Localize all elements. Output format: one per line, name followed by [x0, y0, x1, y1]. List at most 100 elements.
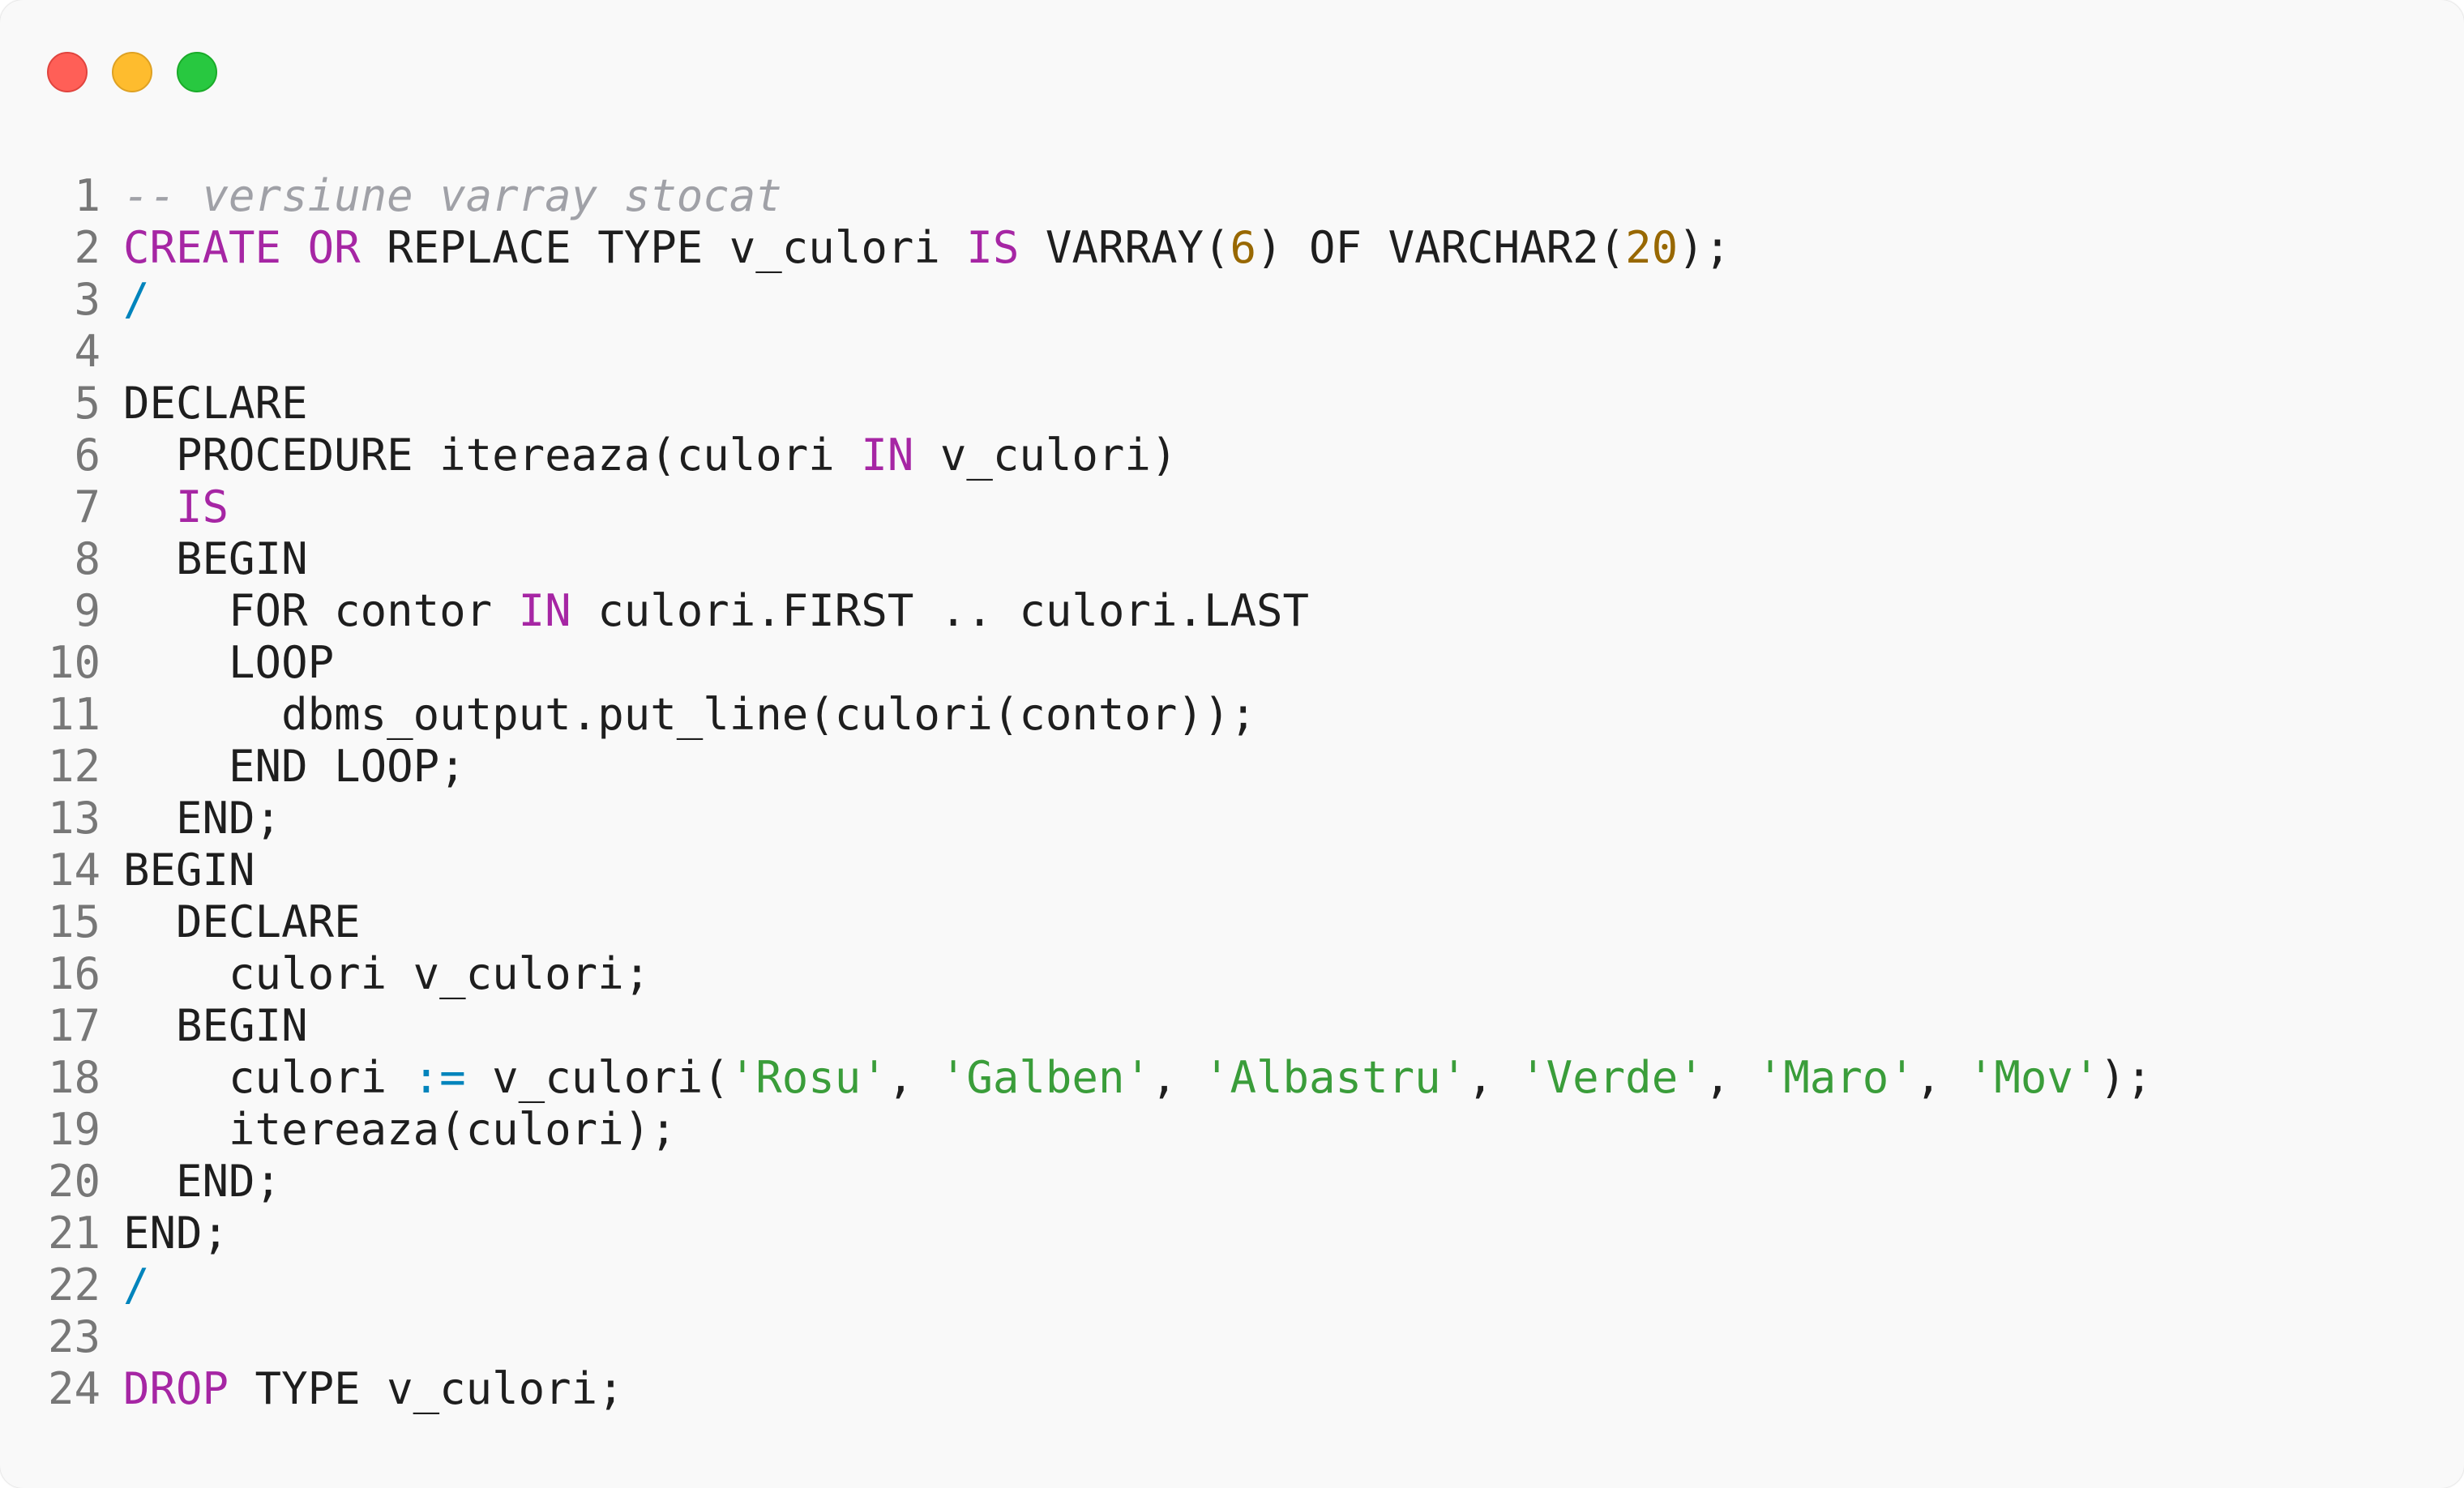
- line-content: END;: [123, 793, 281, 844]
- code-token-plain: DECLARE: [123, 896, 361, 947]
- code-token-string: 'Mov': [1967, 1052, 2100, 1103]
- code-token-string: 'Albastru': [1204, 1052, 1468, 1103]
- code-token-string: 'Verde': [1520, 1052, 1705, 1103]
- line-content: PROCEDURE itereaza(culori IN v_culori): [123, 430, 1177, 481]
- code-token-keyword: IS: [966, 222, 1020, 273]
- code-token-plain: ,: [1467, 1052, 1521, 1103]
- code-line: 12 END LOOP;: [0, 741, 2464, 793]
- code-token-plain: FOR contor: [123, 585, 519, 636]
- code-line: 9 FOR contor IN culori.FIRST .. culori.L…: [0, 585, 2464, 637]
- code-token-plain: ,: [1704, 1052, 1757, 1103]
- window-controls: [47, 52, 217, 92]
- line-number: 5: [74, 378, 101, 429]
- code-token-plain: REPLACE TYPE v_culori: [360, 222, 967, 273]
- code-line: 8 BEGIN: [0, 533, 2464, 585]
- minimize-dot-icon[interactable]: [112, 52, 152, 92]
- line-content: -- versiune varray stocat: [123, 170, 782, 222]
- code-line: 16 culori v_culori;: [0, 948, 2464, 1000]
- code-token-keyword: CREATE: [123, 222, 282, 273]
- line-number: 2: [74, 222, 101, 273]
- line-content: IS: [123, 481, 229, 533]
- code-line: 10 LOOP: [0, 637, 2464, 689]
- line-number: 12: [47, 741, 101, 792]
- code-token-keyword: DROP: [123, 1363, 229, 1414]
- line-number: 1: [74, 170, 101, 221]
- code-line: 15 DECLARE: [0, 896, 2464, 948]
- code-line: 23: [0, 1311, 2464, 1363]
- code-line: 6 PROCEDURE itereaza(culori IN v_culori): [0, 430, 2464, 481]
- line-content: DROP TYPE v_culori;: [123, 1363, 624, 1415]
- line-number: 4: [74, 326, 101, 377]
- code-token-plain: LOOP: [123, 637, 335, 688]
- line-content: FOR contor IN culori.FIRST .. culori.LAS…: [123, 585, 1309, 637]
- line-number: 24: [47, 1363, 101, 1414]
- close-dot-icon[interactable]: [47, 52, 88, 92]
- line-content: BEGIN: [123, 533, 308, 585]
- code-token-plain: culori v_culori;: [123, 948, 651, 999]
- line-content: LOOP: [123, 637, 334, 689]
- code-line: 22/: [0, 1259, 2464, 1311]
- line-content: /: [123, 274, 150, 326]
- code-token-plain: [123, 481, 176, 532]
- line-content: DECLARE: [123, 896, 361, 948]
- code-line: 1 -- versiune varray stocat: [0, 170, 2464, 222]
- code-token-keyword: OR: [307, 222, 361, 273]
- code-line: 5 DECLARE: [0, 378, 2464, 430]
- line-content: dbms_output.put_line(culori(contor));: [123, 689, 1256, 741]
- code-token-plain: BEGIN: [123, 1000, 308, 1051]
- code-token-slash: /: [123, 1259, 150, 1311]
- line-number: 8: [74, 533, 101, 584]
- line-content: /: [123, 1259, 150, 1311]
- line-content: END LOOP;: [123, 741, 466, 793]
- line-number: 18: [47, 1052, 101, 1103]
- code-token-slash: /: [123, 274, 150, 325]
- line-number: 13: [47, 793, 101, 844]
- code-token-number: 20: [1625, 222, 1679, 273]
- maximize-dot-icon[interactable]: [177, 52, 217, 92]
- code-token-plain: [281, 222, 308, 273]
- code-token-number: 6: [1230, 222, 1257, 273]
- line-number: 11: [47, 689, 101, 740]
- code-token-plain: v_culori(: [465, 1052, 729, 1103]
- code-token-plain: DECLARE: [123, 378, 308, 429]
- line-content: END;: [123, 1156, 281, 1208]
- line-content: culori := v_culori('Rosu', 'Galben', 'Al…: [123, 1052, 2152, 1104]
- code-line: 4: [0, 326, 2464, 378]
- code-token-plain: v_culori): [913, 430, 1178, 481]
- code-token-plain: END;: [123, 1156, 282, 1207]
- code-line: 3/: [0, 274, 2464, 326]
- code-token-plain: dbms_output.put_line(culori(contor));: [123, 689, 1256, 740]
- code-token-plain: ) OF VARCHAR2(: [1256, 222, 1626, 273]
- code-token-plain: TYPE v_culori;: [229, 1363, 624, 1414]
- code-token-comment: -- versiune varray stocat: [123, 170, 782, 221]
- line-content: BEGIN: [123, 1000, 308, 1052]
- line-number: 23: [47, 1311, 101, 1362]
- line-number: 10: [47, 637, 101, 688]
- code-token-keyword: IS: [176, 481, 229, 532]
- line-content: itereaza(culori);: [123, 1104, 677, 1156]
- line-number: 9: [74, 585, 101, 636]
- line-content: END;: [123, 1208, 229, 1259]
- line-content: culori v_culori;: [123, 948, 650, 1000]
- code-line: 7 IS: [0, 481, 2464, 533]
- line-content: DECLARE: [123, 378, 308, 430]
- code-token-string: 'Rosu': [729, 1052, 888, 1103]
- line-number: 19: [47, 1104, 101, 1155]
- code-token-plain: BEGIN: [123, 844, 255, 896]
- line-number: 20: [47, 1156, 101, 1207]
- code-line: 19 itereaza(culori);: [0, 1104, 2464, 1156]
- code-token-operator: :=: [413, 1052, 466, 1103]
- code-line: 24 DROP TYPE v_culori;: [0, 1363, 2464, 1415]
- line-number: 7: [74, 481, 101, 532]
- code-token-plain: );: [1678, 222, 1731, 273]
- code-token-plain: END;: [123, 1208, 229, 1259]
- code-token-string: 'Maro': [1756, 1052, 1915, 1103]
- code-token-string: 'Galben': [939, 1052, 1151, 1103]
- code-token-plain: BEGIN: [123, 533, 308, 584]
- line-number: 17: [47, 1000, 101, 1051]
- code-token-plain: ,: [887, 1052, 940, 1103]
